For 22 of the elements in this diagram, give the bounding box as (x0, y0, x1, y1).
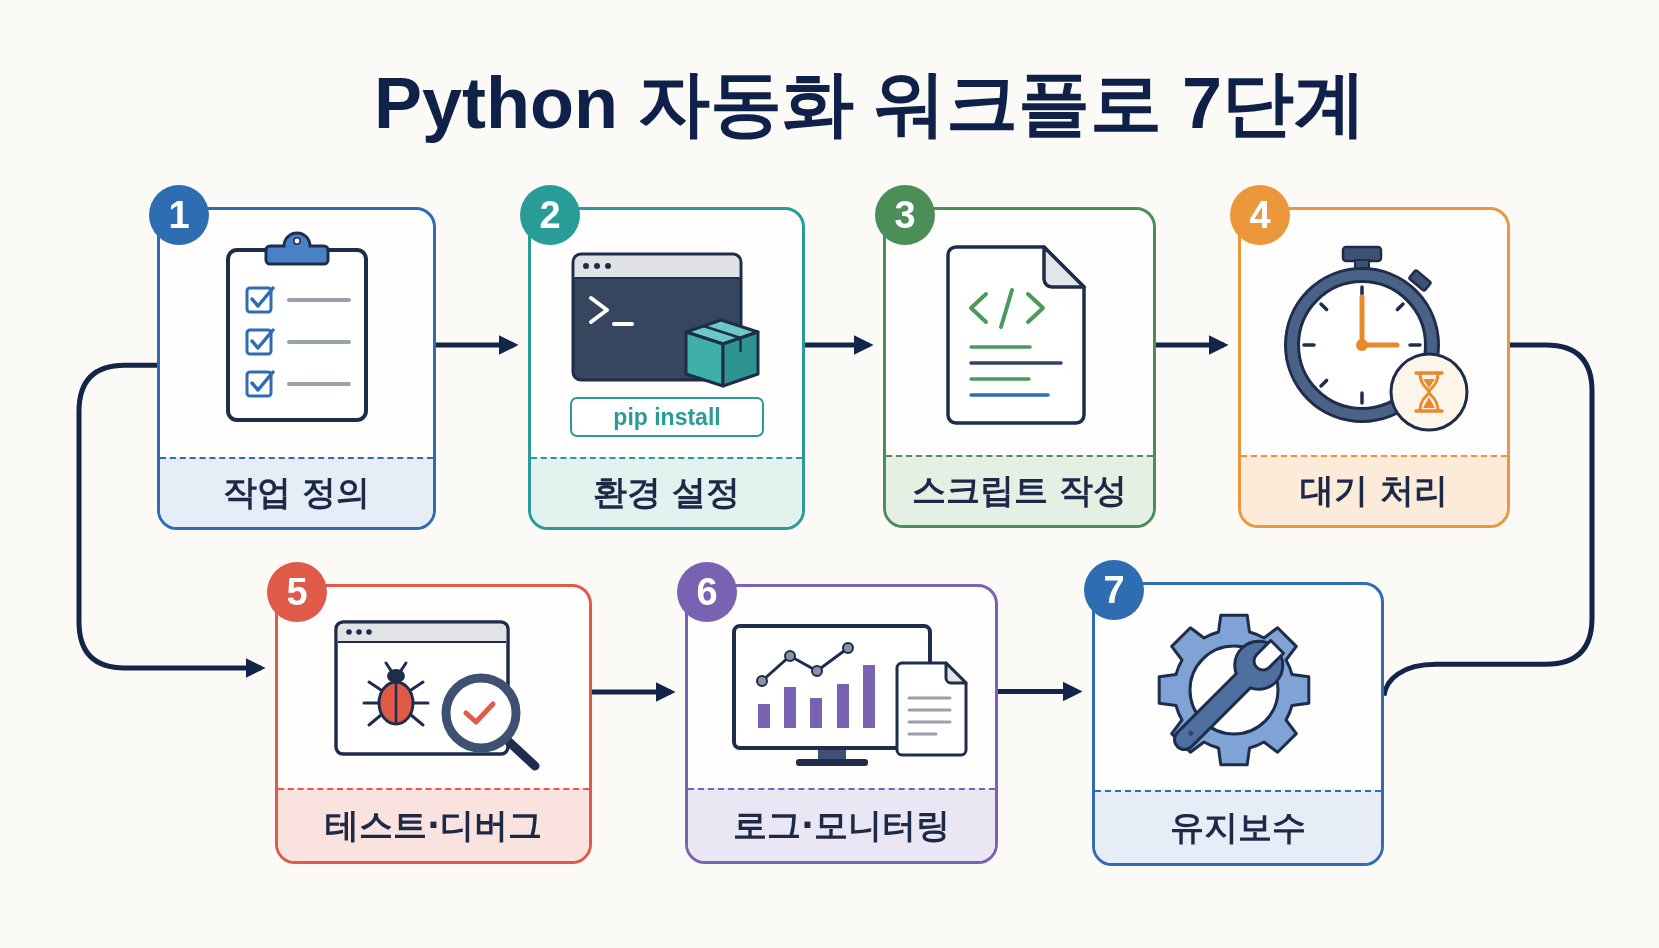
number-badge: 5 (267, 562, 327, 622)
step-label: 유지보수 (1095, 790, 1381, 863)
arrow (592, 682, 676, 702)
arrow (76, 362, 266, 678)
command-box: pip install (570, 397, 764, 437)
arrow (436, 335, 519, 355)
number-badge: 1 (149, 185, 209, 245)
step-label: 로그·모니터링 (688, 788, 995, 861)
step-label: 대기 처리 (1241, 455, 1507, 525)
number-badge: 3 (875, 185, 935, 245)
arrow (805, 335, 874, 355)
title: Python 자동화 워크플로 7단계 (374, 62, 1366, 145)
arrow (1156, 335, 1229, 355)
step-label: 환경 설정 (531, 457, 802, 527)
step-label: 스크립트 작성 (886, 455, 1153, 525)
arrow (998, 681, 1083, 702)
step-label: 테스트·디버그 (278, 788, 589, 861)
number-badge: 7 (1084, 560, 1144, 620)
number-badge: 4 (1230, 185, 1290, 245)
number-badge: 6 (677, 562, 737, 622)
step-label: 작업 정의 (160, 457, 433, 527)
number-badge: 2 (520, 185, 580, 245)
